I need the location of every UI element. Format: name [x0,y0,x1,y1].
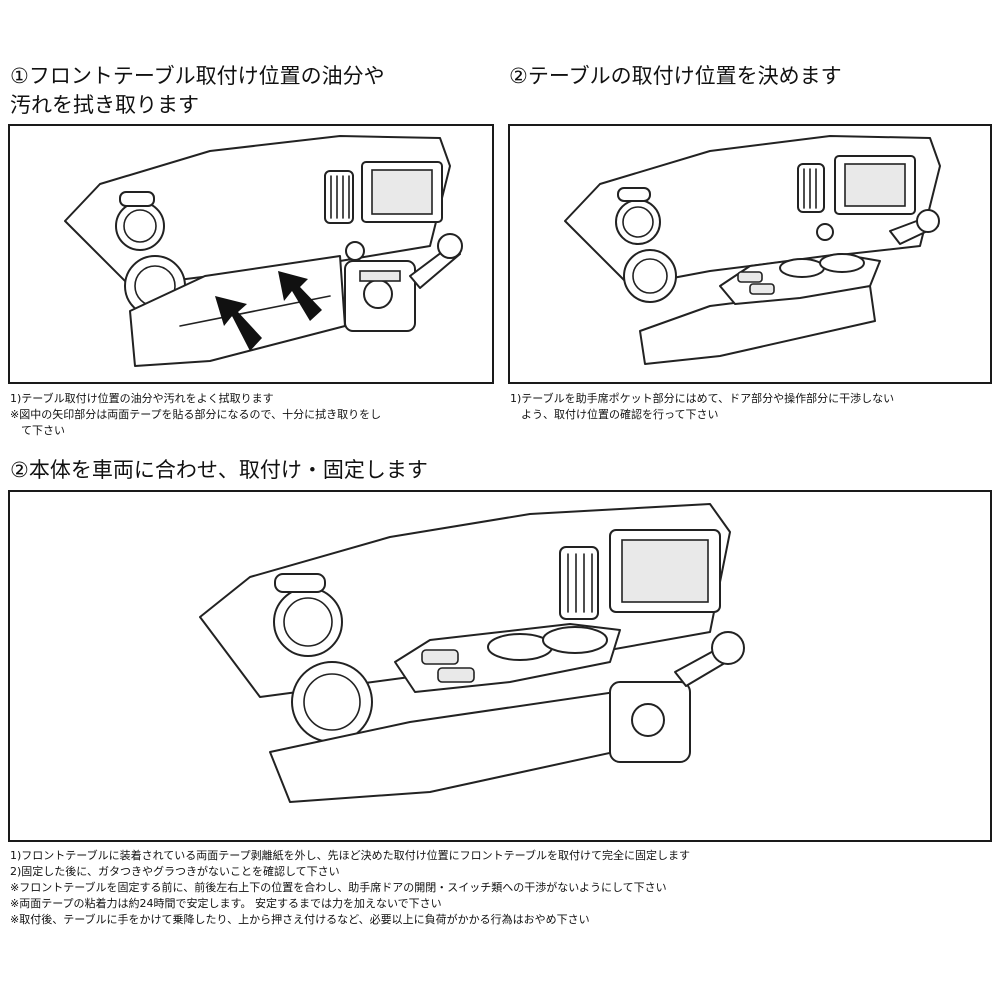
step2-note-1: 1)テーブルを助手席ポケット部分にはめて、ドア部分や操作部分に干渉しない [510,392,895,405]
step2-notes: 1)テーブルを助手席ポケット部分にはめて、ドア部分や操作部分に干渉しない よう、… [510,391,996,423]
step1-title: ①フロントテーブル取付け位置の油分や 汚れを拭き取ります [10,64,385,117]
step3-title: ②本体を車両に合わせ、取付け・固定します [10,458,428,482]
step3-note-2: 2)固定した後に、ガタつきやグラつきがないことを確認して下さい [10,865,340,878]
step3-note-5: ※取付後、テーブルに手をかけて乗降したり、上から押さえ付けるなど、必要以上に負荷… [10,913,590,926]
dashboard-illustration-step3 [199,503,745,803]
arrow-icon-left [215,296,262,351]
step2-illustration-panel [508,124,992,384]
arrow-icon-right [278,271,322,321]
step2-title: ②テーブルの取付け位置を決めます [509,64,842,88]
step1-illustration-panel [8,124,494,384]
step1-note-1: 1)テーブル取付け位置の油分や汚れをよく拭取ります [10,392,274,405]
step3-note-1: 1)フロントテーブルに装着されている両面テープ剥離紙を外し、先ほど決めた取付け位… [10,849,690,862]
step2-note-2: よう、取付け位置の確認を行って下さい [510,408,719,421]
dashboard-illustration-step1 [64,135,463,367]
dashboard-illustration-step2 [564,135,941,365]
step1-note-2: ※図中の矢印部分は両面テープを貼る部分になるので、十分に拭き取りをし [10,408,382,421]
step3-note-3: ※フロントテーブルを固定する前に、前後左右上下の位置を合わし、助手席ドアの開閉・… [10,881,667,894]
step3-notes: 1)フロントテーブルに装着されている両面テープ剥離紙を外し、先ほど決めた取付け位… [10,848,990,928]
step1-notes: 1)テーブル取付け位置の油分や汚れをよく拭取ります ※図中の矢印部分は両面テープ… [10,391,496,439]
step1-note-3: て下さい [10,424,65,437]
step3-note-4: ※両面テープの粘着力は約24時間で安定します。 安定するまでは力を加えないで下さ… [10,897,442,910]
step3-illustration-panel [8,490,992,842]
